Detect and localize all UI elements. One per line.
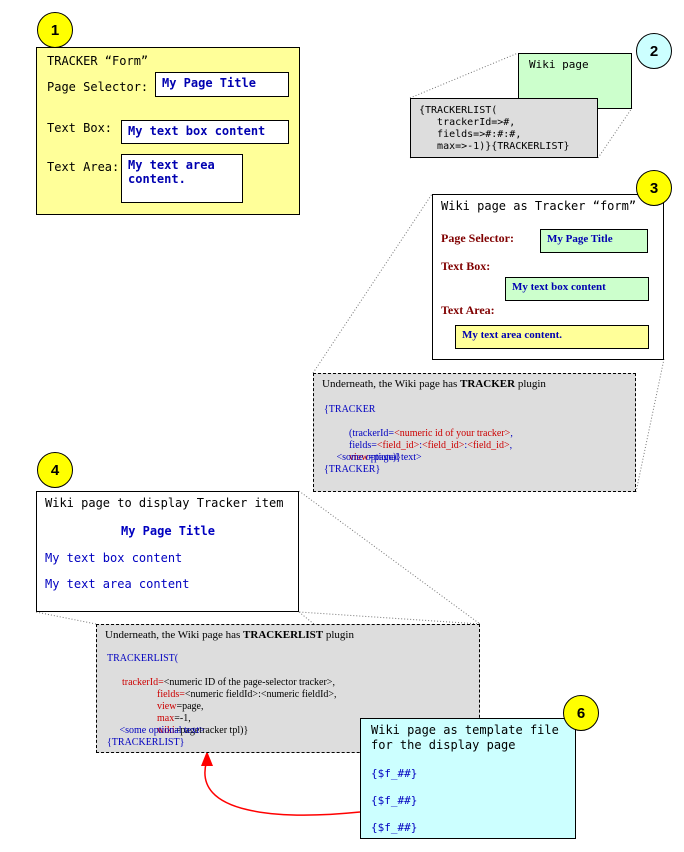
caption-prefix: Underneath, the Wiki page has (105, 629, 244, 641)
connector-2-tl (409, 52, 519, 99)
code-line: view=page, (107, 689, 203, 725)
display-text-area: My text area content (45, 577, 190, 591)
caption-plugin: TRACKER (460, 378, 516, 390)
text-box-field[interactable]: My text box content (505, 277, 649, 301)
code-token: , (332, 677, 335, 688)
connector-3-left (312, 193, 433, 374)
tracker-plugin-box: Underneath, the Wiki page has TRACKER pl… (313, 373, 636, 492)
code-token: wiki (122, 725, 175, 736)
code-token: , (510, 428, 513, 439)
code-token: <numeric fieldId> (184, 689, 259, 700)
text-box-field[interactable]: My text box content (121, 120, 289, 144)
text-area-field[interactable]: My text area content. (121, 154, 243, 203)
code-token: <field_id> (422, 440, 465, 451)
text-box-label: Text Box: (441, 259, 491, 273)
code-token: : (258, 689, 261, 700)
code-token: : (464, 440, 468, 451)
template-title-line-1: Wiki page as template file (371, 723, 559, 737)
code-token: : (419, 440, 423, 451)
code-line: <some optional text> (324, 452, 422, 463)
badge-3: 3 (636, 170, 672, 206)
wiki-tracker-form-panel: Wiki page as Tracker “form” Page Selecto… (432, 194, 664, 360)
display-page-heading: My Page Title (121, 524, 215, 538)
page-selector-field[interactable]: My Page Title (155, 72, 289, 97)
tracker-form-panel: TRACKER “Form” Page Selector: My Page Ti… (36, 47, 300, 215)
connector-2-br (597, 107, 633, 159)
text-area-line-2: content. (128, 172, 186, 186)
badge-2: 2 (636, 33, 672, 69)
code-line: (trackerId=<numeric id of your tracker>, (324, 416, 513, 452)
code-token: , (509, 440, 513, 451)
code-line: TRACKERLIST( (107, 653, 179, 664)
template-title-line-2: for the display page (371, 738, 516, 752)
caption-plugin: TRACKERLIST (243, 629, 324, 641)
code-line: max=>-1)}{TRACKERLIST} (419, 141, 570, 152)
tracker-plugin-caption: Underneath, the Wiki page has TRACKER pl… (322, 378, 546, 390)
connector-4-right (298, 611, 481, 625)
code-token: <field_id> (376, 440, 420, 451)
wiki-tracker-form-title: Wiki page as Tracker “form” (441, 199, 637, 213)
connector-4-top (298, 490, 481, 625)
caption-prefix: Underneath, the Wiki page has (322, 378, 461, 390)
code-token: =pagetracker tpl)} (174, 725, 249, 736)
template-arrow (204, 759, 361, 816)
code-token: <numeric ID of the page-selector tracker… (163, 677, 333, 688)
wiki-page-label: Wiki page (529, 58, 589, 71)
page-selector-label: Page Selector: (441, 231, 514, 245)
code-line: {TRACKER} (324, 464, 381, 475)
code-token: <numeric fieldId> (260, 689, 335, 700)
code-line: {TRACKERLIST} (107, 737, 185, 748)
code-token: fields= (339, 440, 377, 451)
code-line: trackerId=>#, (419, 117, 516, 128)
code-token: view (122, 701, 177, 712)
code-line: fields=<numeric fieldId>:<numeric fieldI… (107, 677, 337, 713)
badge-4: 4 (37, 452, 73, 488)
code-token: trackerId= (122, 677, 164, 688)
caption-suffix: plugin (515, 378, 546, 390)
display-text-box: My text box content (45, 551, 183, 565)
text-area-line-1: My text area (128, 158, 215, 172)
trackerlist-plugin-caption: Underneath, the Wiki page has TRACKERLIS… (105, 629, 354, 641)
code-token: =page)} (368, 452, 402, 463)
page-selector-field[interactable]: My Page Title (540, 229, 648, 253)
connector-3-right (635, 358, 665, 493)
code-line: fields=<field_id>:<field_id>:<field_id>, (324, 428, 512, 464)
code-token: , (334, 689, 337, 700)
template-file-panel: Wiki page as template file for the displ… (360, 718, 576, 839)
code-line: {TRACKERLIST( (419, 105, 498, 116)
text-box-label: Text Box: (47, 121, 113, 135)
code-line: trackerId=<numeric ID of the page-select… (107, 665, 335, 701)
connector-4-left (35, 611, 97, 625)
code-token: max (122, 713, 175, 724)
template-placeholder: {$f_##} (371, 821, 418, 834)
code-token: (trackerId= (339, 428, 395, 439)
template-placeholder: {$f_##} (371, 794, 418, 807)
tracker-form-title: TRACKER “Form” (47, 54, 149, 68)
code-token: fields= (122, 689, 185, 700)
display-wiki-panel: Wiki page to display Tracker item My Pag… (36, 491, 299, 612)
code-token: =-1, (174, 713, 191, 724)
trackerlist-code-box: {TRACKERLIST( trackerId=>#, fields=>#:#:… (410, 98, 598, 158)
code-line: fields=>#:#:#, (419, 129, 522, 140)
code-line: wiki=pagetracker tpl)} (107, 713, 248, 749)
code-line: view=page)} (324, 440, 401, 476)
code-line: max=-1, (107, 701, 191, 737)
badge-1: 1 (37, 12, 73, 48)
text-area-label: Text Area: (441, 303, 495, 317)
caption-suffix: plugin (323, 629, 354, 641)
text-area-label: Text Area: (47, 160, 120, 174)
code-token: <field_id> (467, 440, 510, 451)
page-selector-label: Page Selector: (47, 80, 149, 94)
code-line: {TRACKER (324, 404, 376, 415)
badge-6: 6 (563, 695, 599, 731)
display-wiki-title: Wiki page to display Tracker item (45, 496, 284, 510)
text-area-field[interactable]: My text area content. (455, 325, 649, 349)
template-placeholder: {$f_##} (371, 767, 418, 780)
code-token: <numeric id of your tracker> (394, 428, 511, 439)
template-arrow-head (201, 751, 213, 766)
code-token: =page, (176, 701, 204, 712)
code-token: view (339, 452, 369, 463)
code-line: <some optional text> (107, 725, 205, 736)
